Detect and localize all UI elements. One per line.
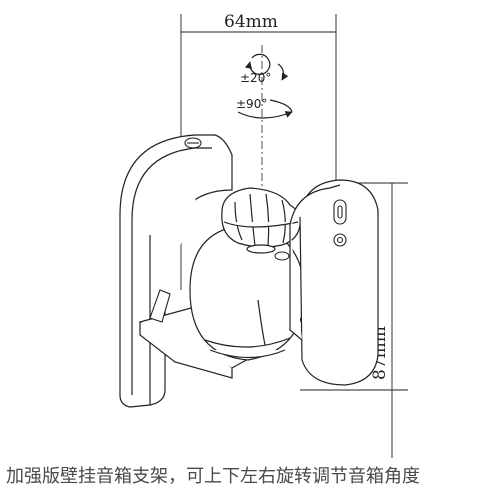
mounting-hole	[333, 233, 347, 247]
mounting-slot	[333, 199, 347, 225]
width-label: 64mm	[224, 12, 278, 32]
swivel-rotation-arrow	[237, 99, 293, 119]
product-caption: 加强版壁挂音箱支架，可上下左右旋转调节音箱角度	[6, 466, 420, 487]
speaker-mount-plate	[289, 179, 379, 386]
tilt-label: ±20°	[240, 71, 271, 85]
top-screw	[184, 137, 202, 149]
tilt-rotation-arrow	[244, 53, 289, 81]
adjustment-knob	[221, 187, 301, 254]
left-clamp-tab	[149, 289, 171, 323]
knob-screw	[274, 251, 290, 261]
swivel-label: ±90°	[236, 97, 267, 111]
